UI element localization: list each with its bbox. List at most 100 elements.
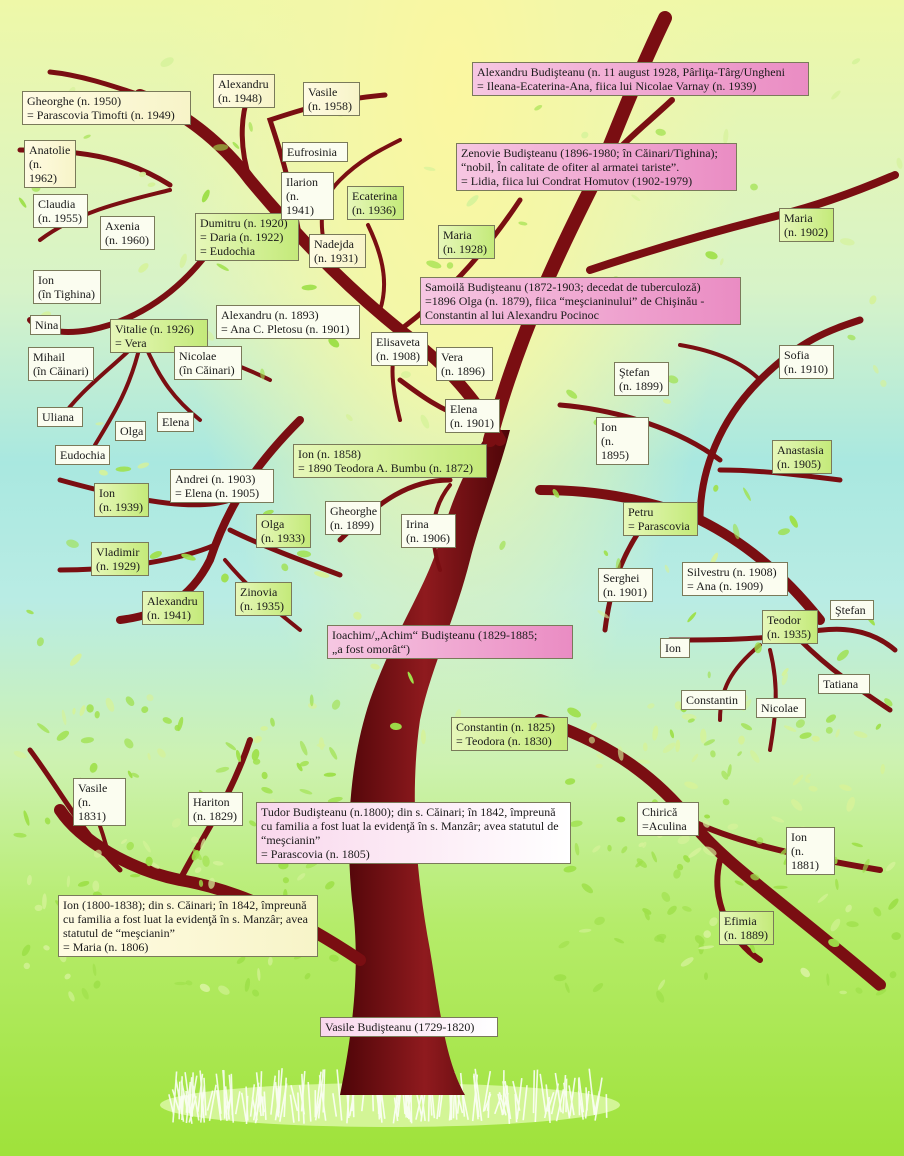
grass-blade: [545, 1084, 551, 1123]
leaf: [839, 238, 855, 246]
label-olga: Olga: [115, 421, 146, 441]
label-olga-1933: Olga (n. 1933): [256, 514, 311, 548]
leaf: [723, 128, 729, 145]
leaf: [683, 855, 691, 863]
leaf: [831, 90, 841, 100]
leaf: [569, 820, 583, 827]
grass-blade: [216, 1089, 222, 1121]
grass-blade: [565, 1078, 568, 1113]
leaf: [825, 714, 837, 723]
leaf: [98, 469, 108, 476]
leaf: [345, 414, 353, 422]
leaf: [734, 880, 744, 886]
leaf: [839, 784, 852, 791]
grass-blade: [534, 1069, 539, 1123]
label-irina: Irina (n. 1906): [401, 514, 456, 548]
leaf: [160, 57, 174, 67]
leaf: [872, 365, 879, 374]
leaf: [72, 707, 76, 715]
leaf: [297, 873, 306, 881]
leaf: [750, 750, 760, 763]
leaf: [836, 649, 849, 661]
grass-blade: [532, 1070, 536, 1114]
leaf: [263, 509, 274, 516]
leaf: [94, 711, 100, 719]
leaf: [781, 672, 788, 686]
leaf: [499, 540, 506, 551]
grass-blade: [191, 1072, 194, 1117]
leaf: [42, 893, 47, 910]
leaf: [407, 671, 414, 684]
leaf: [638, 842, 644, 847]
label-ion-1858: Ion (n. 1858) = 1890 Teodora A. Bumbu (n…: [293, 444, 487, 478]
grass-blade: [449, 1092, 452, 1120]
leaf: [80, 737, 94, 744]
grass-blade: [206, 1090, 214, 1111]
label-ecaterina: Ecaterina (n. 1936): [347, 186, 404, 220]
leaf: [181, 553, 196, 561]
label-ion-1939: Ion (n. 1939): [94, 483, 149, 517]
leaf: [79, 705, 86, 717]
leaf: [37, 723, 50, 734]
leaf: [248, 121, 253, 132]
leaf: [595, 763, 603, 769]
label-anatolie: Anatolie (n. 1962): [24, 140, 76, 188]
leaf: [261, 787, 273, 794]
leaf: [218, 985, 230, 995]
leaf: [705, 251, 718, 260]
leaf: [400, 371, 411, 379]
leaf: [201, 189, 210, 203]
leaf: [314, 571, 330, 578]
leaf: [792, 774, 804, 786]
leaf: [875, 723, 882, 730]
leaf: [581, 883, 594, 894]
branch: [93, 343, 142, 447]
label-ion-tighina: Ion (în Tighina): [33, 270, 101, 304]
label-maria-1928: Maria (n. 1928): [438, 225, 495, 259]
grass-blade: [585, 1087, 588, 1111]
leaf: [177, 716, 184, 732]
leaf: [68, 991, 75, 1002]
label-nicolae: Nicolae: [756, 698, 806, 718]
leaf: [703, 846, 717, 857]
leaf: [631, 194, 641, 202]
leaf: [323, 772, 337, 777]
grass-blade: [472, 1075, 479, 1120]
label-elisaveta: Elisaveta (n. 1908): [371, 332, 428, 366]
leaf: [869, 295, 877, 305]
leaf: [805, 773, 811, 779]
leaf: [267, 956, 273, 966]
label-dumitru: Dumitru (n. 1920) = Daria (n. 1922) = Eu…: [195, 213, 299, 261]
branch: [718, 643, 762, 722]
leaf: [296, 550, 312, 558]
grass-blades: [168, 1067, 608, 1125]
label-anastasia: Anastasia (n. 1905): [772, 440, 832, 474]
leaf: [13, 832, 27, 838]
leaf: [198, 879, 204, 887]
leaf: [299, 760, 309, 767]
grass-blade: [514, 1093, 518, 1123]
leaf: [221, 573, 229, 583]
grass-blade: [277, 1068, 283, 1117]
grass-blade: [297, 1092, 300, 1122]
grass-blade: [550, 1083, 560, 1115]
leaf: [69, 653, 82, 666]
leaf: [835, 878, 839, 890]
leaf: [828, 938, 840, 948]
grass-blade: [318, 1074, 327, 1121]
leaf: [855, 987, 863, 994]
grass-blade: [562, 1074, 567, 1114]
leaf: [281, 563, 289, 572]
leaf: [244, 977, 251, 992]
leaf: [713, 484, 719, 492]
leaf: [825, 726, 833, 734]
grass-blade: [188, 1077, 193, 1113]
leaf: [18, 197, 27, 208]
leaf: [676, 863, 684, 871]
label-vasile-1958: Vasile (n. 1958): [303, 82, 360, 116]
leaf: [732, 523, 740, 540]
label-ioachim: Ioachim/„Achim“ Budişteanu (1829-1885; „…: [327, 625, 573, 659]
leaf: [738, 735, 745, 745]
leaf: [662, 398, 672, 404]
leaf: [684, 781, 698, 789]
